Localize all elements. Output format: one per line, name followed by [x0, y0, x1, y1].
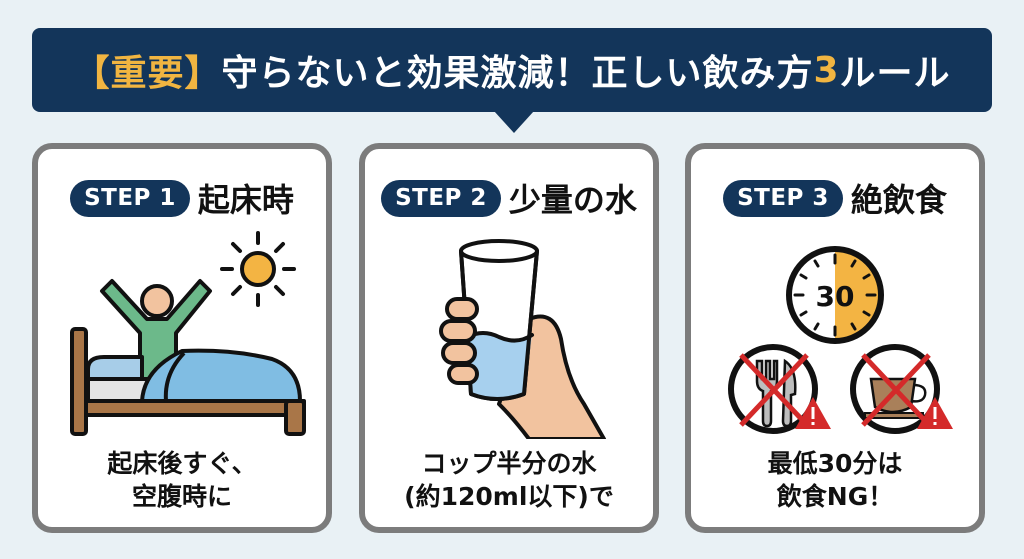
banner-title-main: 守らないと効果激減！正しい飲み方	[221, 53, 814, 94]
no-drink-icon	[850, 344, 953, 434]
step-description: 最低30分は 飲食NG！	[691, 447, 979, 513]
desc-line-1: 起床後すぐ、	[107, 449, 257, 478]
step-card-1: STEP 1 起床時	[32, 143, 332, 533]
hand-holding-glass-of-water-icon	[365, 229, 653, 439]
desc-line-2: (約120ml以下)で	[404, 482, 614, 511]
banner-pointer	[494, 111, 534, 133]
step-badge: STEP 3	[723, 179, 843, 217]
desc-line-2: 飲食NG！	[776, 482, 894, 511]
desc-line-2: 空腹時に	[131, 482, 232, 511]
no-food-icon	[728, 344, 831, 434]
step-header: STEP 1 起床時	[38, 175, 326, 221]
step-title: 絶飲食	[850, 181, 947, 219]
banner-title-suffix: ルール	[839, 53, 951, 94]
banner-prefix: 【重要】	[73, 53, 222, 94]
title-banner: 【重要】 守らないと効果激減！正しい飲み方 3 ルール	[32, 28, 992, 112]
step-description: 起床後すぐ、 空腹時に	[38, 447, 326, 513]
svg-text:30: 30	[816, 280, 855, 313]
person-waking-in-bed-with-sun-icon	[38, 229, 326, 439]
desc-line-1: コップ半分の水	[421, 449, 597, 478]
desc-line-1: 最低30分は	[767, 449, 903, 478]
step-header: STEP 3 絶飲食	[691, 175, 979, 221]
step-badge: STEP 1	[70, 179, 190, 217]
step-badge: STEP 2	[381, 179, 501, 217]
step-title: 起床時	[197, 181, 294, 219]
timer-30-no-food-no-drink-icon: 30	[691, 229, 979, 439]
step-title: 少量の水	[508, 181, 637, 219]
step-card-2: STEP 2 少量の水 コップ半分の水 (約120m	[359, 143, 659, 533]
step-card-3: STEP 3 絶飲食	[685, 143, 985, 533]
timer-icon: 30	[786, 246, 884, 344]
warning-icon	[917, 397, 953, 429]
sun-icon	[220, 231, 296, 307]
banner-title-number: 3	[813, 49, 840, 91]
warning-icon	[795, 397, 831, 429]
step-header: STEP 2 少量の水	[365, 175, 653, 221]
step-description: コップ半分の水 (約120ml以下)で	[365, 447, 653, 513]
